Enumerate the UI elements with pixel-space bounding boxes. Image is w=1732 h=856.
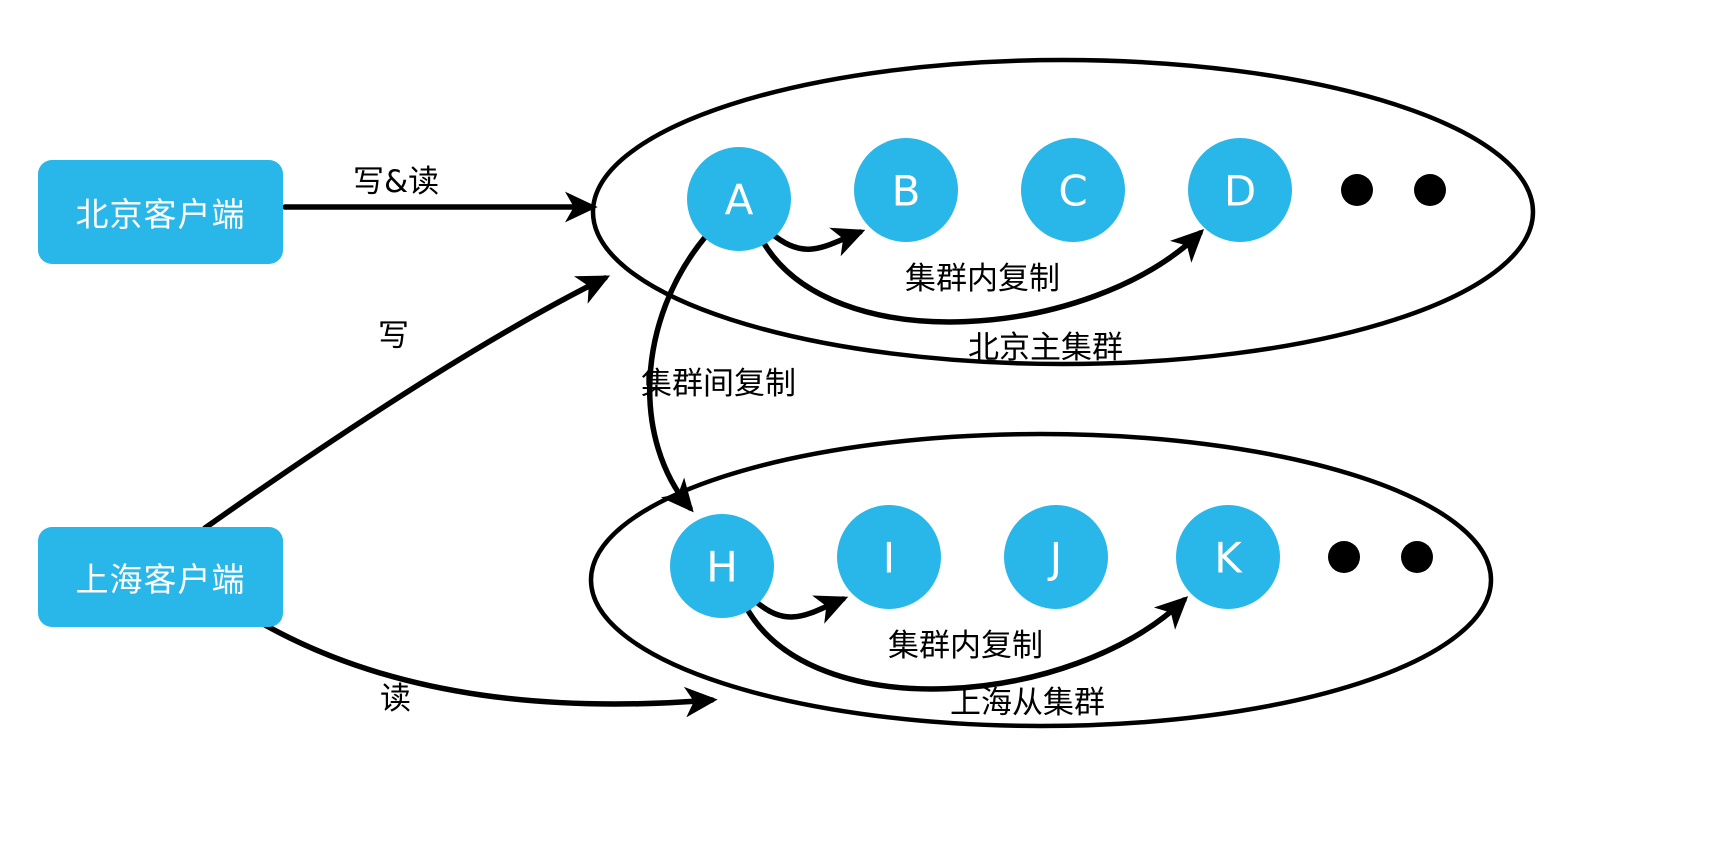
edge-h-to-k-arrow: [743, 596, 1189, 692]
node-i-circle: [837, 505, 941, 609]
node-a[interactable]: A: [687, 147, 791, 251]
node-b-label: B: [892, 167, 921, 216]
edge-h-to-i-arrow: [751, 595, 849, 624]
node-b-circle: [854, 138, 958, 242]
beijing-client-box[interactable]: 北京客户端: [38, 160, 283, 264]
edge-read-label: 读: [380, 681, 411, 717]
node-c-circle: [1021, 138, 1125, 242]
node-h-label: H: [706, 543, 738, 592]
edge-a-to-d-arrow: [759, 229, 1205, 325]
edge-write-label: 写: [378, 318, 409, 354]
edge-inter-cluster-label: 集群间复制: [641, 366, 796, 402]
node-d-circle: [1188, 138, 1292, 242]
node-h[interactable]: H: [670, 514, 774, 618]
node-h-circle: [670, 514, 774, 618]
node-j[interactable]: J: [1004, 505, 1108, 609]
node-i-label: I: [883, 534, 895, 583]
node-d[interactable]: D: [1188, 138, 1292, 242]
ellipsis-dot-bottom-2: [1401, 541, 1433, 573]
beijing-cluster-label: 北京主集群: [968, 330, 1123, 366]
beijing-client-label: 北京客户端: [75, 195, 246, 234]
ellipsis-dot-top-2: [1414, 174, 1446, 206]
shanghai-cluster-label: 上海从集群: [950, 685, 1105, 721]
node-k-circle: [1176, 505, 1280, 609]
intra-replication-label-bottom: 集群内复制: [888, 628, 1043, 664]
edge-inter-cluster-arrow: [647, 233, 709, 513]
node-a-circle: [687, 147, 791, 251]
node-c[interactable]: C: [1021, 138, 1125, 242]
ellipsis-dot-top-1: [1341, 174, 1373, 206]
shanghai-client-box[interactable]: 上海客户端: [38, 527, 283, 627]
node-d-label: D: [1224, 167, 1256, 216]
node-k[interactable]: K: [1176, 505, 1280, 609]
node-c-label: C: [1058, 167, 1087, 216]
node-j-circle: [1004, 505, 1108, 609]
node-b[interactable]: B: [854, 138, 958, 242]
edge-a-to-b-arrow: [768, 227, 866, 257]
intra-replication-label-top: 集群内复制: [905, 261, 1060, 297]
edge-read-arrow: [262, 622, 718, 718]
edge-write-read-label: 写&读: [353, 164, 440, 200]
shanghai-cluster-ellipse: [588, 431, 1494, 729]
edge-write-arrow: [202, 275, 611, 531]
node-k-label: K: [1214, 534, 1243, 583]
ellipsis-dot-bottom-1: [1328, 541, 1360, 573]
shanghai-client-label: 上海客户端: [75, 560, 246, 599]
node-a-label: A: [725, 176, 754, 225]
node-i[interactable]: I: [837, 505, 941, 609]
node-j-label: J: [1047, 534, 1062, 583]
